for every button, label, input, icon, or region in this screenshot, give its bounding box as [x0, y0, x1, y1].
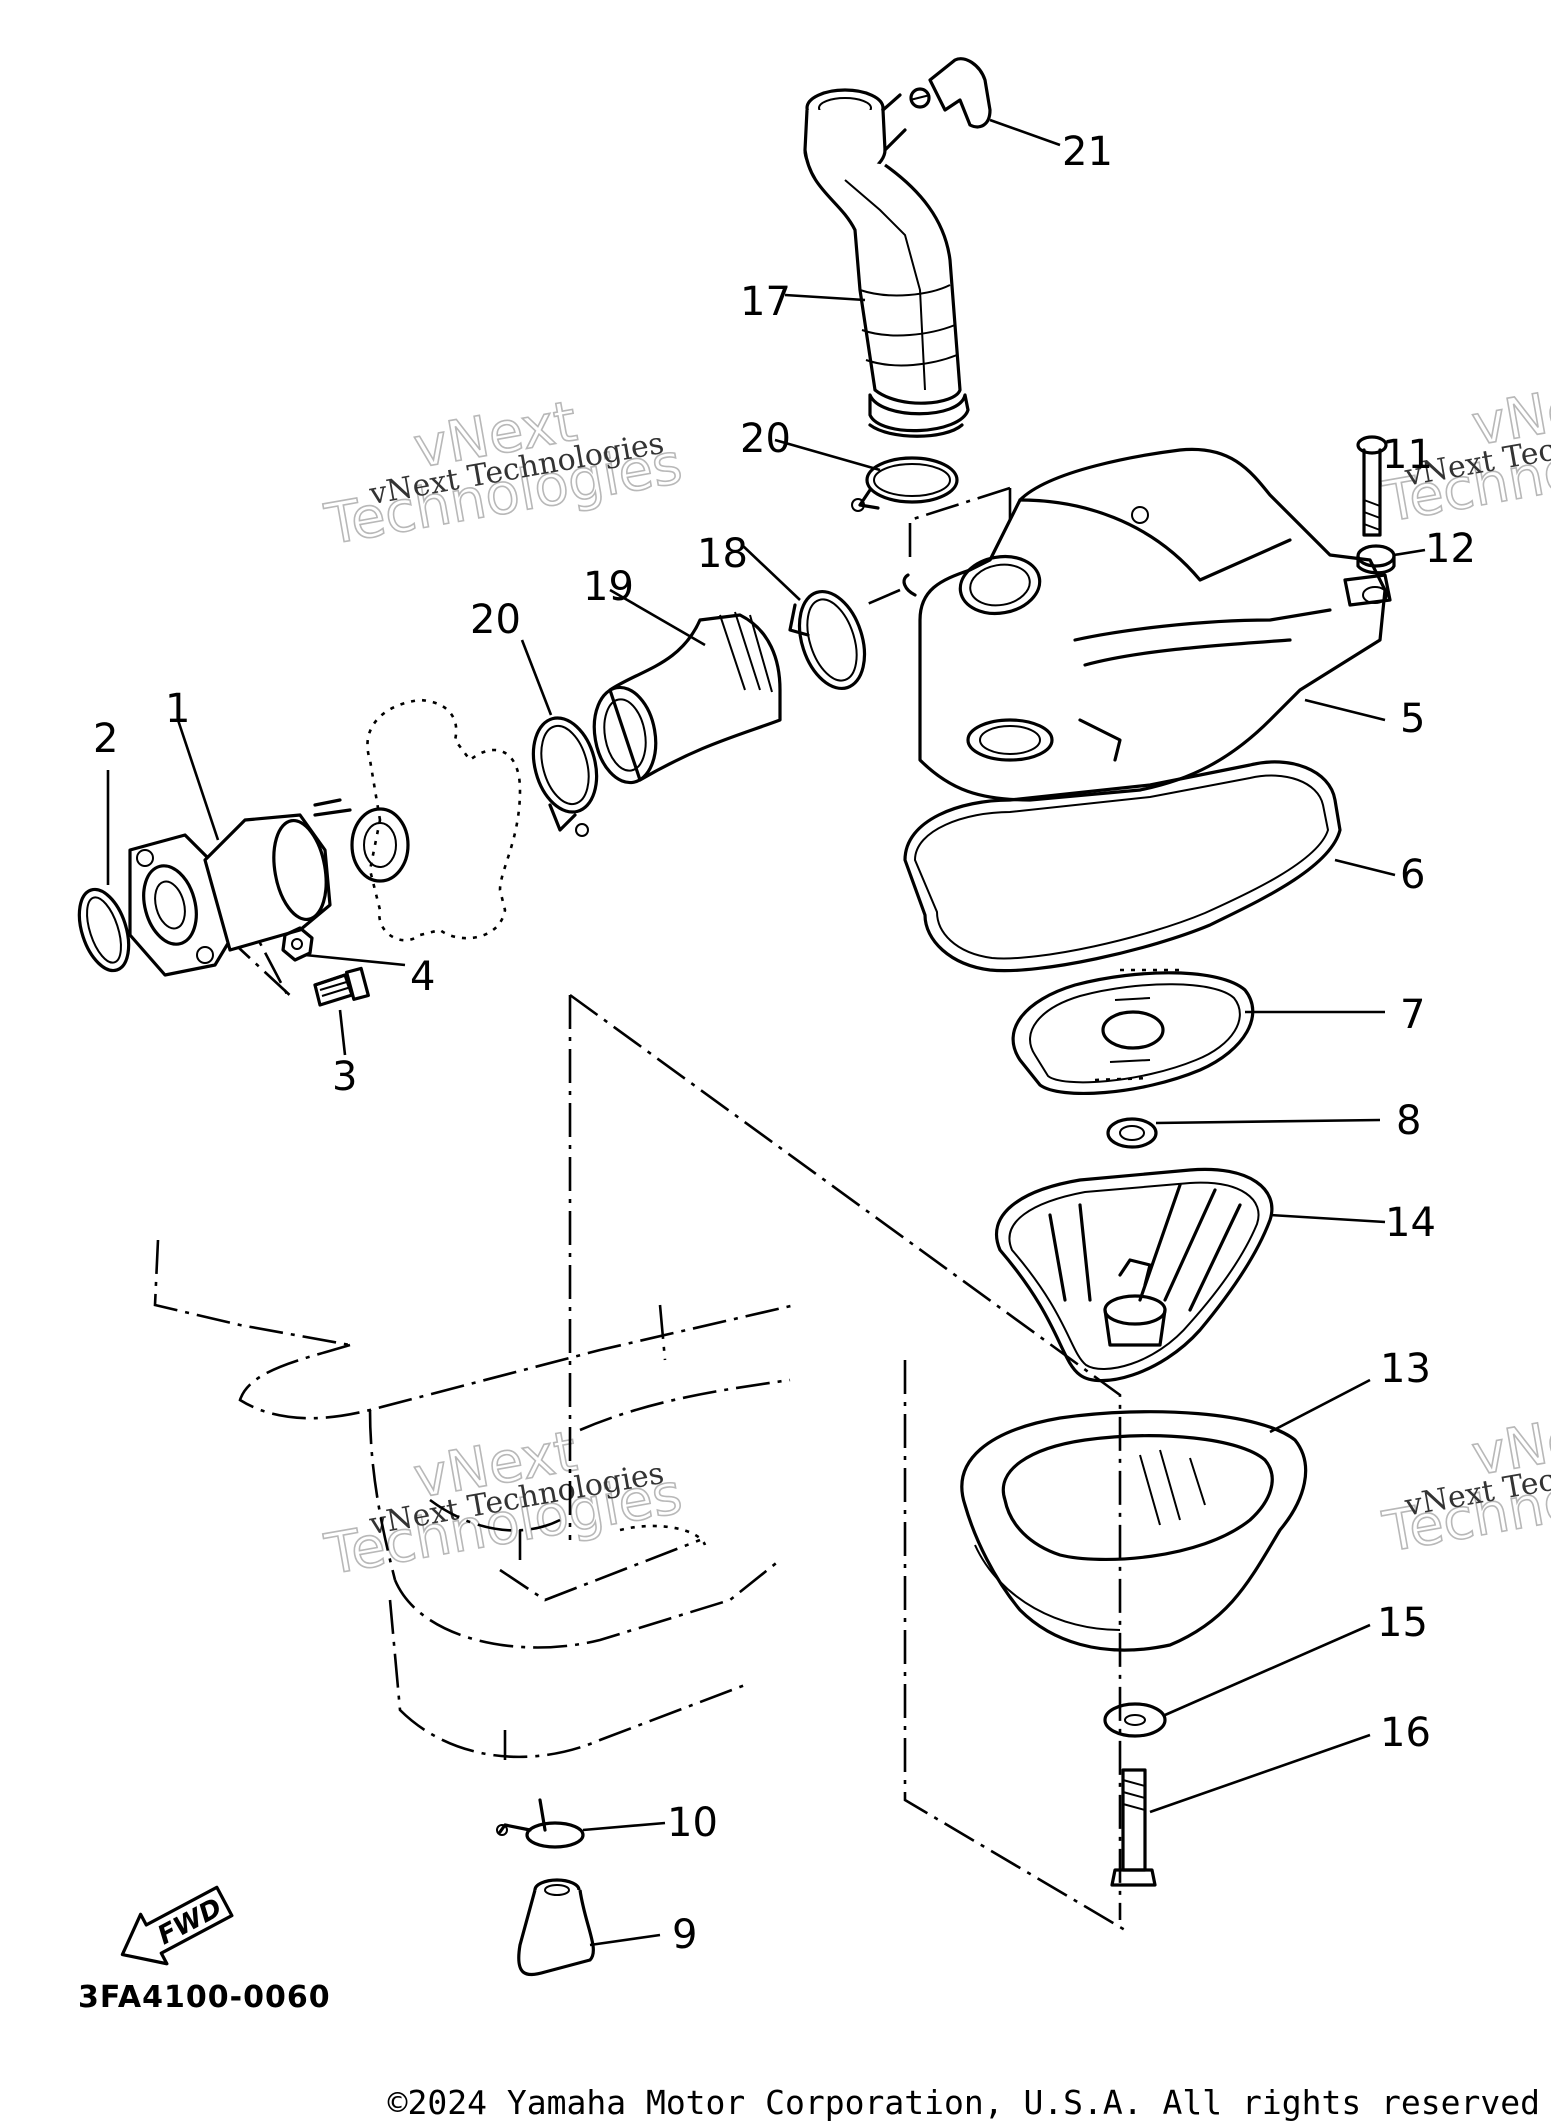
- callout-17: 17: [740, 279, 791, 325]
- washer-part-15: [1103, 1702, 1167, 1738]
- element-cage-part-14: [994, 1167, 1274, 1383]
- copyright-notice: ©2024 Yamaha Motor Corporation, U.S.A. A…: [388, 2083, 1540, 2121]
- callout-18: 18: [697, 531, 748, 577]
- washer-part-8: [1106, 1117, 1158, 1149]
- callout-9: 9: [672, 1912, 697, 1958]
- grommet-part-12: [1356, 544, 1396, 575]
- drain-hose-part-9: [517, 1878, 595, 1977]
- breather-fitting-part-21: [909, 57, 992, 129]
- leader-lines: [106, 118, 1426, 1947]
- screw-part-11: [1356, 435, 1388, 537]
- callout-16: 16: [1380, 1710, 1431, 1756]
- watermark-mid-right: vNext Technologies vNext Technologies: [1377, 1396, 1551, 1567]
- frame-phantom-outline: [153, 1239, 796, 1760]
- callout-12: 12: [1425, 526, 1476, 572]
- callout-10: 10: [667, 1800, 718, 1846]
- air-cleaner-case-part-5: [902, 447, 1392, 802]
- clip-part-10: [496, 1798, 585, 1849]
- callout-5: 5: [1400, 696, 1425, 742]
- hose-clamp-part-20-left: [531, 716, 599, 837]
- callout-8: 8: [1396, 1098, 1421, 1144]
- nut-part-4: [281, 926, 314, 962]
- intake-duct-part-17: [803, 88, 970, 438]
- element-screen-part-7: [1011, 968, 1255, 1096]
- callout-3: 3: [332, 1054, 357, 1100]
- carburetor-phantom: [313, 698, 522, 942]
- hose-clamp-part-20-upper: [851, 456, 959, 512]
- callout-20-upper: 20: [740, 416, 791, 462]
- drawing-code: 3FA4100-0060: [78, 1980, 331, 2015]
- callout-1: 1: [165, 686, 190, 732]
- gasket-part-6: [903, 760, 1342, 973]
- callout-11: 11: [1382, 432, 1433, 478]
- bolt-part-16: [1110, 1768, 1157, 1887]
- callout-14: 14: [1385, 1200, 1436, 1246]
- callout-20-left: 20: [470, 597, 521, 643]
- callout-7: 7: [1400, 992, 1425, 1038]
- callout-13: 13: [1380, 1346, 1431, 1392]
- callout-2: 2: [93, 716, 118, 762]
- o-ring-part-2: [77, 887, 131, 973]
- callout-19: 19: [583, 564, 634, 610]
- callout-21: 21: [1062, 129, 1113, 175]
- callout-6: 6: [1400, 852, 1425, 898]
- air-cleaner-joint-part-19: [592, 611, 782, 785]
- watermark-top-left: vNext Technologies vNext Technologies: [319, 388, 687, 559]
- forward-direction-arrow: FWD: [120, 1885, 234, 1966]
- carburetor-joint-part-1: [128, 813, 332, 977]
- callout-labels: 1 2 3 4 5 6 7 8 9 10 11 12 13 14 15 16 1…: [93, 129, 1476, 1958]
- callout-15: 15: [1377, 1600, 1428, 1646]
- hose-clamp-part-18: [788, 589, 867, 691]
- callout-4: 4: [410, 954, 435, 1000]
- bolt-part-3: [313, 966, 370, 1007]
- watermark-mid-left: vNext Technologies vNext Technologies: [319, 1418, 687, 1589]
- air-filter-element-part-13: [960, 1410, 1308, 1652]
